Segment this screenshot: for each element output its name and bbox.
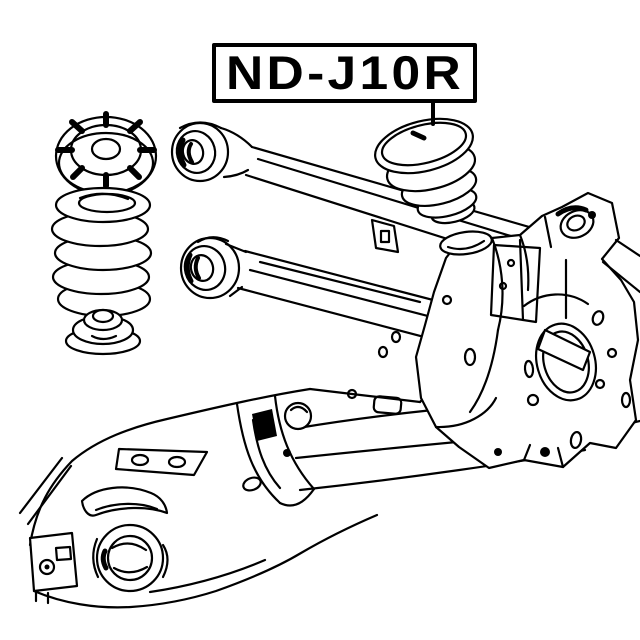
bump-stop-drawing xyxy=(374,117,478,225)
part-number-label: ND-J10R xyxy=(226,46,464,99)
knuckle-hub-drawing xyxy=(414,191,640,470)
lower-spring-seat-drawing xyxy=(64,308,142,356)
upper-spring-seat-drawing xyxy=(54,111,158,197)
label-box xyxy=(212,43,477,103)
part-callout: ND-J10R xyxy=(212,43,477,126)
coil-spring-drawing xyxy=(50,186,153,318)
